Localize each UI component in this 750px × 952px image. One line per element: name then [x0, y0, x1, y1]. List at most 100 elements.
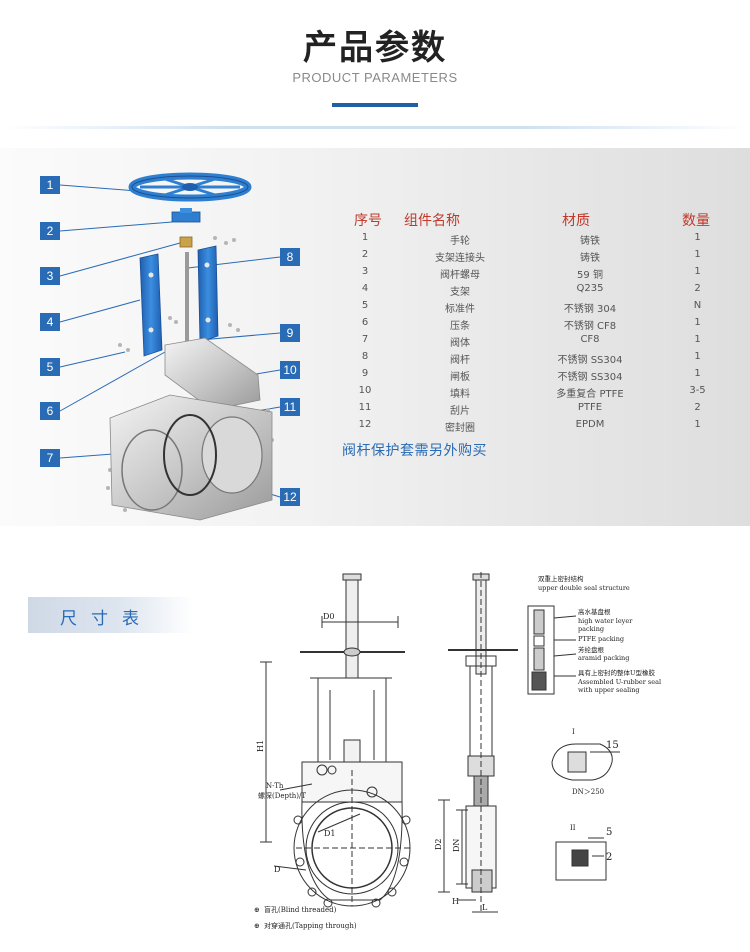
table-row: 12 密封圈 EPDM 1 — [340, 419, 740, 436]
row-qty: 1 — [694, 266, 701, 277]
callout-3: 3 — [40, 267, 60, 285]
seal-title-cn: 双重上密封结构 — [538, 574, 584, 583]
row-material: 铸铁 — [580, 253, 600, 264]
title-underline — [332, 103, 418, 107]
dim-d0-label: D0 — [323, 612, 335, 621]
seal-note-4-en1: Assembled U-rubber seal — [577, 678, 661, 686]
seal-note-3-en: aramid packing — [578, 654, 629, 662]
row-material: 不锈钢 SS304 — [557, 372, 623, 383]
row-name: 阀杆 — [450, 355, 470, 366]
row-material: 不锈钢 304 — [563, 304, 617, 315]
row-name: 密封圈 — [445, 423, 475, 434]
dim-d-label: D — [274, 865, 280, 874]
row-material: 不锈钢 SS304 — [557, 355, 623, 366]
row-qty: 1 — [694, 249, 701, 260]
row-material: 59 铜 — [577, 270, 603, 281]
dim-d2-label: D2 — [434, 838, 443, 850]
seal-note-1-en1: high water leyer — [578, 617, 633, 625]
gate-plate-part — [164, 337, 261, 411]
legend-tap-symbol: ⊕ — [254, 922, 260, 930]
table-row: 6 压条 不锈钢 CF8 1 — [340, 317, 740, 334]
row-material: PTFE — [577, 402, 603, 413]
row-qty: N — [693, 300, 702, 311]
callout-7: 7 — [40, 449, 60, 467]
section-i-label: I — [572, 728, 575, 736]
row-name: 压条 — [450, 321, 470, 332]
row-qty: 1 — [694, 419, 701, 430]
callout-12: 12 — [280, 488, 300, 506]
row-name: 填料 — [450, 389, 470, 400]
stem-part — [185, 252, 189, 342]
row-name: 手轮 — [450, 236, 470, 247]
row-qty: 2 — [694, 283, 701, 294]
row-name: 阀杆螺母 — [440, 270, 480, 281]
row-no: 2 — [361, 249, 369, 260]
header-name: 组件名称 — [404, 213, 460, 229]
header-no: 序号 — [354, 213, 382, 229]
table-row: 2 支架连接头 铸铁 1 — [340, 249, 740, 266]
row-material: CF8 — [580, 334, 600, 345]
legend-blind-symbol: ⊕ — [254, 906, 260, 914]
row-qty: 1 — [694, 317, 701, 328]
callout-11: 11 — [280, 398, 300, 416]
dimension-table-label: 尺寸表 — [60, 609, 153, 629]
row-name: 支架 — [450, 287, 470, 298]
legend-tap-label: 对穿通孔(Tapping through) — [264, 921, 357, 930]
seal-note-4-en2: with upper sealing — [578, 686, 640, 694]
row-name: 阀体 — [450, 338, 470, 349]
row-no: 9 — [361, 368, 369, 379]
row-material: 不锈钢 CF8 — [563, 321, 617, 332]
seal-note-1-en2: packing — [578, 625, 604, 633]
row-qty: 1 — [694, 334, 701, 345]
dim-2-label: 2 — [606, 852, 612, 863]
table-row: 7 阀体 CF8 1 — [340, 334, 740, 351]
row-no: 4 — [361, 283, 369, 294]
bracket-left-part — [139, 253, 163, 357]
row-material: 多重复合 PTFE — [556, 389, 624, 400]
purchase-note: 阀杆保护套需另外购买 — [342, 443, 487, 459]
page-title: 产品参数 — [303, 28, 447, 68]
callout-4: 4 — [40, 313, 60, 331]
dim-dn-label: DN — [452, 839, 461, 852]
row-no: 12 — [358, 419, 372, 430]
row-name: 支架连接头 — [435, 253, 485, 264]
row-name: 闸板 — [450, 372, 470, 383]
row-material: EPDM — [575, 419, 605, 430]
dim-nth-label: N-Th — [266, 782, 284, 790]
row-qty: 1 — [694, 351, 701, 362]
page-subtitle: PRODUCT PARAMETERS — [292, 70, 458, 85]
dim-d1-label: D1 — [324, 829, 336, 838]
stem-nut-part — [179, 236, 193, 248]
row-material: 铸铁 — [580, 236, 600, 247]
header-qty: 数量 — [682, 213, 710, 229]
seal-note-1-cn: 高水基盘根 — [578, 607, 611, 616]
header-divider — [0, 126, 750, 129]
row-name: 刮片 — [450, 406, 470, 417]
row-name: 标准件 — [445, 304, 475, 315]
callout-8: 8 — [280, 248, 300, 266]
seal-note-4-cn: 具有上密封的整体U型橡胶 — [578, 668, 655, 677]
row-qty: 1 — [694, 232, 701, 243]
table-row: 8 阀杆 不锈钢 SS304 1 — [340, 351, 740, 368]
row-qty: 3-5 — [689, 385, 706, 396]
row-no: 7 — [361, 334, 369, 345]
valve-body-part — [109, 394, 273, 521]
dim-depth-label: 螺深(Depth)/T — [258, 791, 306, 800]
seal-note-3-cn: 芳纶盘根 — [578, 645, 605, 654]
callout-10: 10 — [280, 361, 300, 379]
dim-h1-label: H1 — [256, 740, 265, 752]
dim-15-label: 15 — [606, 740, 619, 751]
bracket-right-part — [197, 245, 219, 343]
seal-note-2-en: PTFE packing — [578, 635, 624, 643]
row-no: 6 — [361, 317, 369, 328]
row-no: 3 — [361, 266, 369, 277]
handwheel-part — [128, 172, 252, 202]
callout-6: 6 — [40, 402, 60, 420]
row-qty: 2 — [694, 402, 701, 413]
row-no: 8 — [361, 351, 369, 362]
table-row: 3 阀杆螺母 59 铜 1 — [340, 266, 740, 283]
